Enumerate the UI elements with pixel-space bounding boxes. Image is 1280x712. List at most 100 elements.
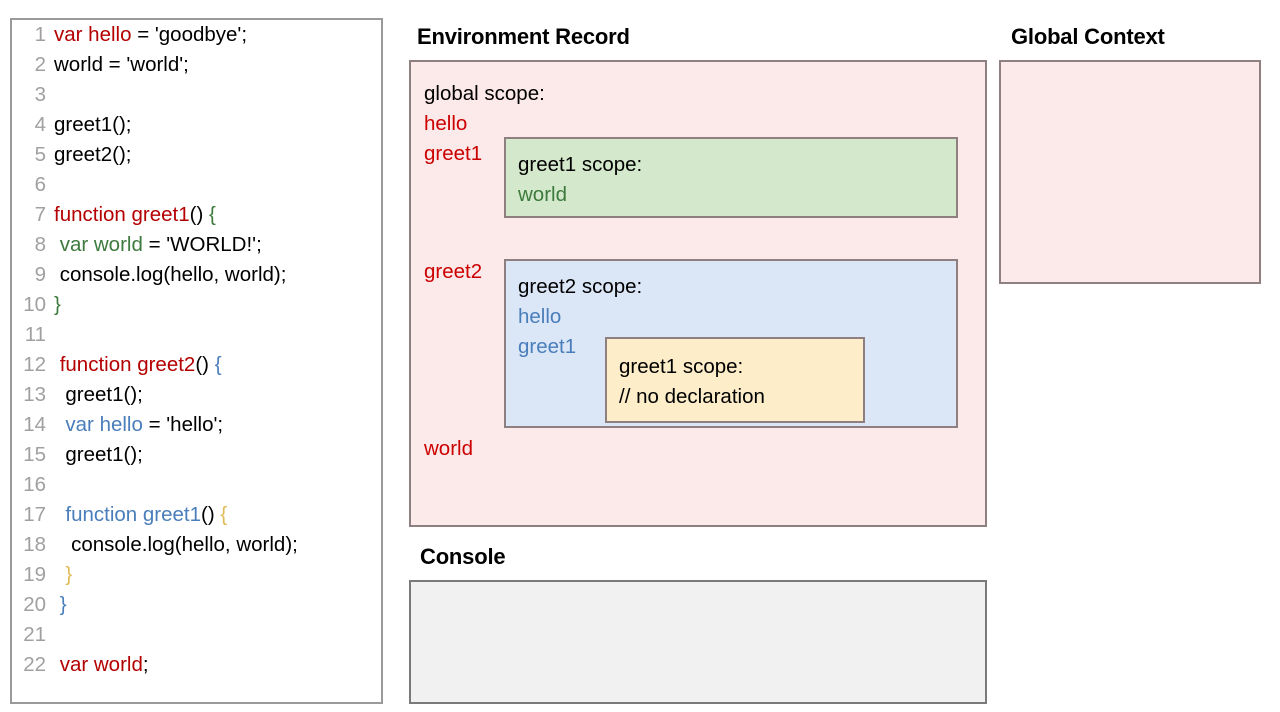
code-line[interactable]: 10} [12, 290, 381, 320]
code-line[interactable]: 18 console.log(hello, world); [12, 530, 381, 560]
code-token: var world [59, 233, 143, 256]
code-line[interactable]: 11 [12, 320, 381, 350]
code-line-number: 4 [34, 113, 46, 136]
code-token: { [214, 353, 222, 376]
code-token: greet1(); [54, 113, 132, 136]
global-scope-heading: global scope: [424, 82, 545, 105]
code-line-content: function greet1() { [54, 500, 227, 530]
code-token: greet2(); [54, 143, 132, 166]
code-line[interactable]: 8 var world = 'WORLD!'; [12, 230, 381, 260]
console-title: Console [420, 544, 506, 569]
global-context-title: Global Context [1011, 24, 1165, 49]
code-line[interactable]: 1 var hello = 'goodbye'; [12, 20, 381, 50]
code-token: = 'hello'; [142, 413, 224, 436]
global-binding-hello: hello [424, 112, 468, 135]
code-line-content: function greet2() { [54, 350, 222, 380]
code-line-number: 9 [34, 263, 46, 286]
code-token: function greet1 [65, 503, 202, 526]
greet1-inner-scope-heading: greet1 scope: [619, 355, 744, 378]
code-line[interactable]: 12 function greet2() { [12, 350, 381, 380]
code-line[interactable]: 20 } [12, 590, 381, 620]
code-line-number: 13 [23, 383, 46, 406]
greet1-inner-scope-box: greet1 scope: // no declaration [605, 337, 865, 423]
code-line-number: 18 [23, 533, 46, 556]
code-token: } [59, 593, 67, 616]
code-line[interactable]: 2 world = 'world'; [12, 50, 381, 80]
code-line[interactable]: 6 [12, 170, 381, 200]
code-line-number: 7 [34, 203, 46, 226]
console-box[interactable] [409, 580, 987, 704]
environment-record-box: global scope: hello greet1 greet2 world … [409, 60, 987, 527]
code-line[interactable]: 19 } [12, 560, 381, 590]
code-token: world = 'world'; [54, 53, 189, 76]
code-line-content: console.log(hello, world); [54, 530, 298, 560]
code-line-number: 1 [34, 23, 46, 46]
environment-record-title: Environment Record [417, 24, 630, 49]
code-token: () [195, 353, 215, 376]
code-token: { [220, 503, 228, 526]
code-line-content: greet2(); [54, 140, 131, 170]
code-token [54, 563, 65, 586]
code-token: () [189, 203, 209, 226]
code-line-number: 12 [23, 353, 46, 376]
code-line-content: var world; [54, 650, 149, 680]
global-binding-greet2: greet2 [424, 260, 483, 283]
code-line-number: 21 [23, 623, 46, 646]
global-context-box [999, 60, 1261, 284]
code-line-number: 16 [23, 473, 46, 496]
code-line[interactable]: 16 [12, 470, 381, 500]
code-token: ; [142, 653, 149, 676]
code-line[interactable]: 3 [12, 80, 381, 110]
code-line-number: 22 [23, 653, 46, 676]
code-line-content: greet1(); [54, 440, 142, 470]
code-line-content: var hello = 'goodbye'; [54, 20, 247, 50]
code-line-content: greet1(); [54, 380, 143, 410]
code-token [54, 503, 65, 526]
code-token: greet1(); [54, 383, 143, 406]
code-line-number: 20 [23, 593, 46, 616]
greet1-inner-no-declaration-comment: // no declaration [619, 385, 765, 408]
code-token: function greet2 [59, 353, 196, 376]
code-line[interactable]: 9 console.log(hello, world); [12, 260, 381, 290]
greet1-scope-box: greet1 scope: world [504, 137, 958, 218]
global-binding-greet1: greet1 [424, 142, 483, 165]
code-line-number: 2 [34, 53, 46, 76]
greet2-scope-box: greet2 scope: hello greet1 greet1 scope:… [504, 259, 958, 428]
code-line-number: 19 [23, 563, 46, 586]
code-line[interactable]: 15 greet1(); [12, 440, 381, 470]
greet2-binding-hello: hello [518, 305, 562, 328]
code-line[interactable]: 14 var hello = 'hello'; [12, 410, 381, 440]
code-token: function greet1 [54, 203, 190, 226]
code-line-number: 17 [23, 503, 46, 526]
code-line[interactable]: 5 greet2(); [12, 140, 381, 170]
code-line-number: 5 [34, 143, 46, 166]
code-line[interactable]: 4 greet1(); [12, 110, 381, 140]
greet2-scope-heading: greet2 scope: [518, 275, 643, 298]
code-line[interactable]: 7 function greet1() { [12, 200, 381, 230]
greet1-binding-world: world [518, 183, 567, 206]
code-line-number: 11 [24, 323, 46, 346]
greet2-binding-greet1: greet1 [518, 335, 577, 358]
code-token: var world [59, 653, 143, 676]
code-line[interactable]: 21 [12, 620, 381, 650]
code-token: { [208, 203, 216, 226]
code-token: var hello [65, 413, 143, 436]
code-token: } [65, 563, 73, 586]
code-line-content: } [54, 560, 72, 590]
greet1-scope-heading: greet1 scope: [518, 153, 643, 176]
code-line-content: function greet1() { [54, 200, 216, 230]
code-line-content: } [54, 290, 61, 320]
code-line-content: greet1(); [54, 110, 131, 140]
code-line-number: 15 [23, 443, 46, 466]
code-line[interactable]: 17 function greet1() { [12, 500, 381, 530]
code-line[interactable]: 22 var world; [12, 650, 381, 680]
code-token: var hello [54, 23, 132, 46]
code-line-number: 6 [34, 173, 46, 196]
code-token: = 'goodbye'; [131, 23, 248, 46]
code-line[interactable]: 13 greet1(); [12, 380, 381, 410]
code-line-number: 3 [34, 83, 46, 106]
code-editor-panel[interactable]: 1 var hello = 'goodbye'; 2 world = 'world';… [10, 18, 383, 704]
code-line-content: var hello = 'hello'; [54, 410, 223, 440]
code-line-number: 8 [34, 233, 46, 256]
code-line-number: 14 [23, 413, 46, 436]
